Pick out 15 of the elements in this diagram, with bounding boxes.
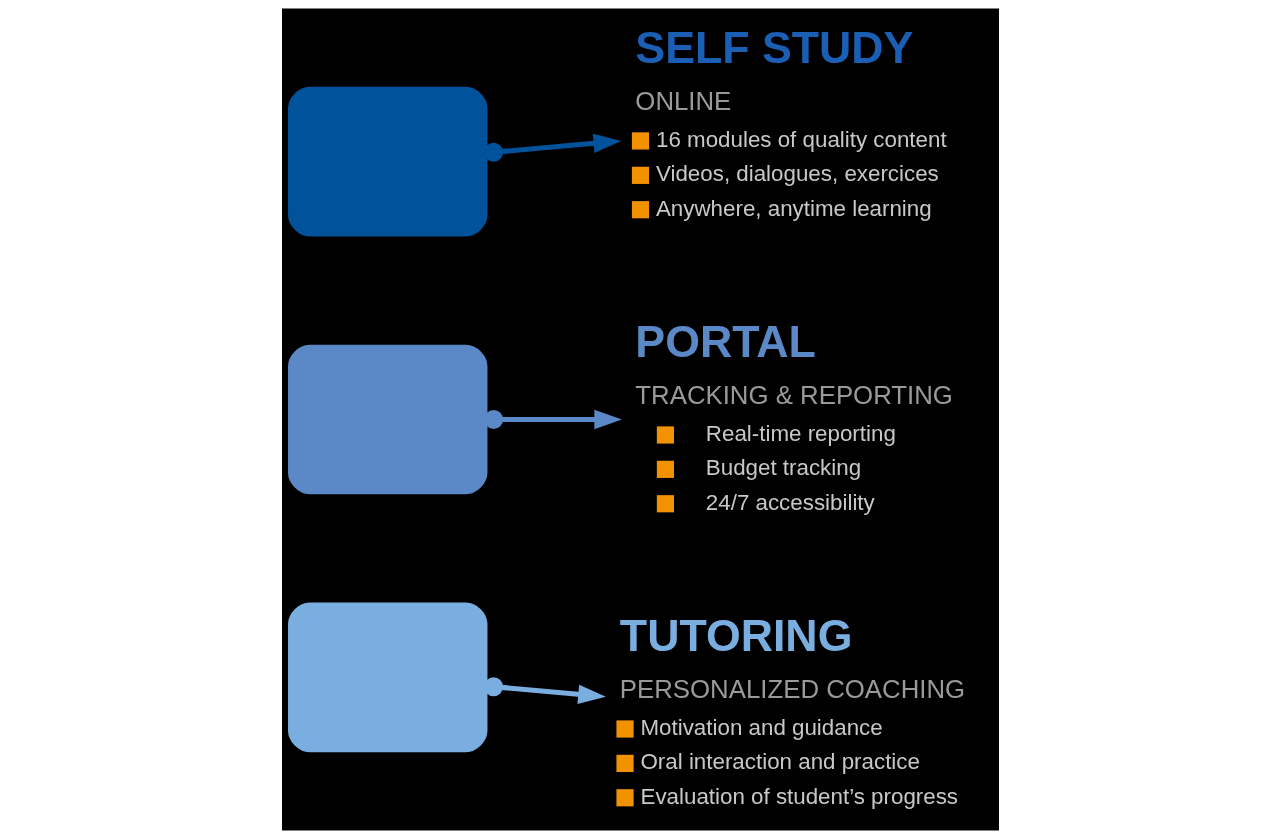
node-label: TUTORING [619, 611, 852, 661]
node-label: Anywhere, anytime learning [655, 195, 932, 221]
node-label: Real-time reporting [705, 420, 896, 446]
node-label: Budget tracking [705, 455, 861, 481]
node-label: Evaluation of student’s progress [640, 783, 958, 809]
node-label: PORTAL [634, 317, 816, 367]
node-label: ONLINE [634, 87, 731, 115]
node-label: Motivation and guidance [640, 714, 883, 740]
node-label: PERSONALIZED COACHING [619, 675, 965, 704]
node-label: 24/7 accessibility [705, 489, 875, 515]
node-label: TRACKING & REPORTING [634, 381, 953, 410]
node-label: 16 modules of quality content [655, 126, 947, 152]
node-label: Oral interaction and practice [640, 749, 920, 775]
node-label: SELF STUDY [634, 23, 913, 73]
node-label: Videos, dialogues, exercices [655, 161, 939, 187]
